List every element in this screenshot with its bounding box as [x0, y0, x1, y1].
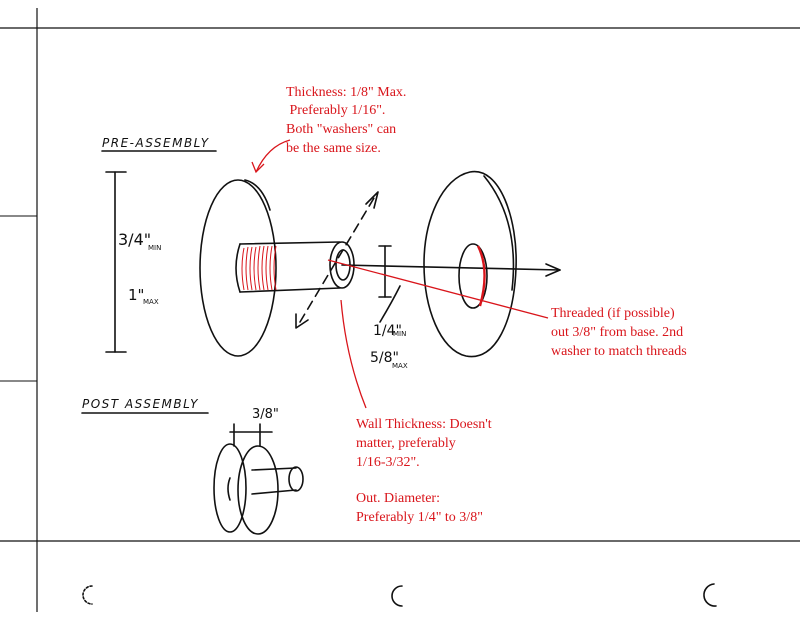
thickness-note-line: Thickness: 1/8" Max. — [286, 85, 406, 100]
threaded-note-line: out 3/8" from base. 2nd — [551, 325, 683, 340]
binder-hole-center — [391, 585, 403, 607]
thickness-leader-arrow — [251, 161, 265, 174]
assembly-axis-arrowhead — [545, 263, 561, 277]
post-dimension: 3/8" — [252, 407, 279, 422]
stud-top-edge — [239, 241, 341, 245]
right-washer-edge — [483, 175, 515, 291]
diameter-note: Out. Diameter: Preferably 1/4" to 3/8" — [356, 491, 483, 525]
dim-min-value: 3/4" — [118, 230, 151, 249]
dim-min-suffix: MIN — [148, 244, 161, 252]
threaded-leader — [327, 259, 549, 319]
right-washer-hole — [458, 243, 488, 309]
post-stud-end — [288, 466, 304, 492]
threaded-note: Threaded (if possible) out 3/8" from bas… — [551, 306, 687, 359]
stud-min-value: 1/4" — [373, 323, 402, 339]
stud-length-leader — [379, 285, 401, 323]
dim-max-suffix: MAX — [143, 298, 159, 306]
diameter-note-line: Preferably 1/4" to 3/8" — [356, 510, 483, 525]
axis-arrowhead-top — [365, 191, 379, 209]
wall-note-line: Wall Thickness: Doesn't — [356, 417, 492, 432]
thickness-note: Thickness: 1/8" Max. Preferably 1/16". B… — [286, 85, 406, 156]
post-washer-back — [213, 443, 247, 533]
wall-note-line: 1/16-3/32". — [356, 455, 420, 470]
thread-marks — [241, 245, 277, 291]
left-washer — [199, 179, 277, 357]
stud-min-suffix: MIN — [393, 330, 406, 338]
axis-arrowhead-bottom — [295, 313, 309, 329]
thickness-note-line: Both "washers" can — [286, 122, 396, 137]
thickness-note-line: be the same size. — [286, 141, 381, 156]
post-stud-bottom — [251, 489, 297, 495]
diameter-note-line: Out. Diameter: — [356, 491, 440, 506]
binder-hole-left — [82, 585, 93, 605]
post-assembly-label: POST ASSEMBLY — [82, 397, 199, 411]
right-washer — [423, 170, 517, 358]
stud-base — [235, 243, 241, 293]
pre-assembly-label: PRE-ASSEMBLY — [102, 136, 210, 150]
thickness-leader — [255, 139, 291, 173]
wall-note-line: matter, preferably — [356, 436, 456, 451]
threaded-note-line: washer to match threads — [551, 344, 687, 359]
stud-max-value: 5/8" — [370, 350, 399, 366]
left-washer-edge — [244, 179, 271, 211]
threaded-note-line: Threaded (if possible) — [551, 306, 675, 321]
stud-bottom-edge — [239, 287, 341, 293]
wall-thickness-note: Wall Thickness: Doesn't matter, preferab… — [356, 417, 492, 470]
assembly-axis — [341, 264, 561, 271]
post-washer-front — [237, 445, 279, 535]
post-stud-top — [251, 467, 297, 471]
post-washer-gap — [227, 477, 231, 501]
wall-axis-dashed — [299, 197, 375, 323]
binder-hole-right — [703, 583, 717, 607]
thickness-note-line: Preferably 1/16". — [286, 103, 385, 118]
wall-leader — [340, 299, 367, 409]
dim-max-value: 1" — [128, 286, 144, 304]
stud-max-suffix: MAX — [392, 362, 408, 370]
